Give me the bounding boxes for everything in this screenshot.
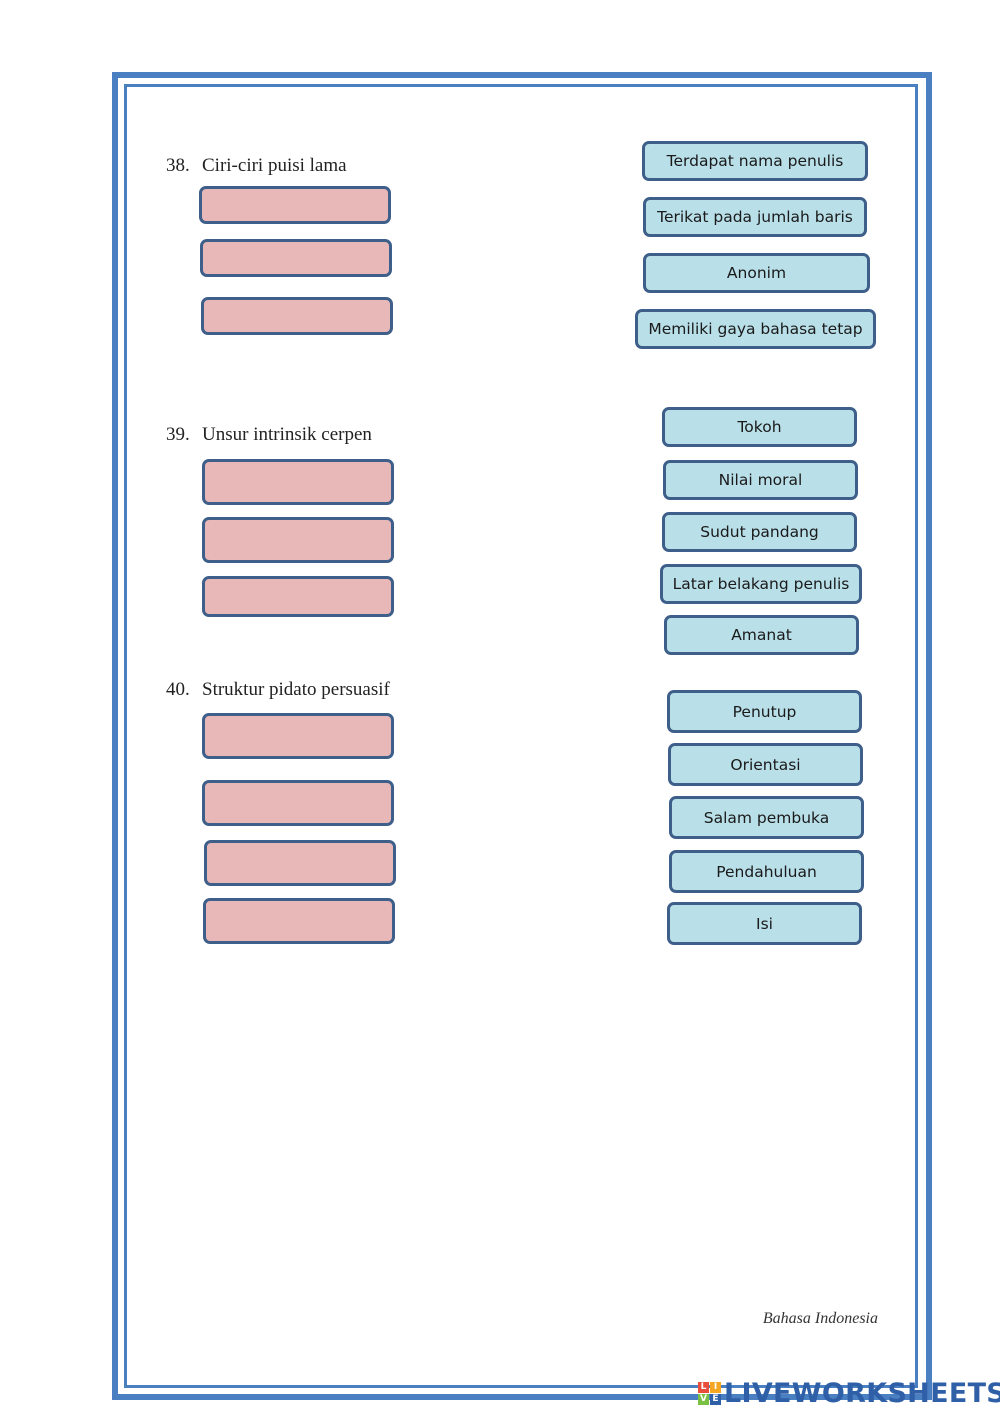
brand-name: LIVEWORKSHEETS [724, 1377, 1000, 1409]
option-amanat[interactable]: Amanat [664, 615, 859, 655]
question-number: 38. [166, 155, 190, 176]
question-38-title: 38. Ciri-ciri puisi lama [166, 155, 347, 177]
option-anonim[interactable]: Anonim [643, 253, 870, 293]
option-memiliki-gaya-bahasa-tetap[interactable]: Memiliki gaya bahasa tetap [635, 309, 876, 349]
icon-letter: V [698, 1393, 709, 1405]
drop-zone-40-3[interactable] [204, 840, 396, 886]
liveworksheets-logo[interactable]: L I V E LIVEWORKSHEETS [698, 1377, 1000, 1409]
icon-letter: I [710, 1381, 721, 1393]
option-tokoh[interactable]: Tokoh [662, 407, 857, 447]
option-nilai-moral[interactable]: Nilai moral [663, 460, 858, 500]
drop-zone-38-2[interactable] [200, 239, 392, 277]
question-40-title: 40. Struktur pidato persuasif [166, 679, 390, 701]
option-orientasi[interactable]: Orientasi [668, 743, 863, 786]
option-sudut-pandang[interactable]: Sudut pandang [662, 512, 857, 552]
drop-zone-39-1[interactable] [202, 459, 394, 505]
question-text: Struktur pidato persuasif [202, 679, 390, 700]
drop-zone-40-4[interactable] [203, 898, 395, 944]
page-frame-inner [124, 84, 918, 1388]
icon-letter: E [710, 1393, 721, 1405]
drop-zone-39-3[interactable] [202, 576, 394, 617]
option-pendahuluan[interactable]: Pendahuluan [669, 850, 864, 893]
page-frame-outer [112, 72, 932, 1400]
question-39-title: 39. Unsur intrinsik cerpen [166, 424, 372, 446]
icon-letter: L [698, 1381, 709, 1393]
drop-zone-40-2[interactable] [202, 780, 394, 826]
drop-zone-39-2[interactable] [202, 517, 394, 563]
option-latar-belakang-penulis[interactable]: Latar belakang penulis [660, 564, 862, 604]
option-terikat-pada-jumlah-baris[interactable]: Terikat pada jumlah baris [643, 197, 867, 237]
option-isi[interactable]: Isi [667, 902, 862, 945]
question-text: Ciri-ciri puisi lama [202, 155, 347, 176]
drop-zone-38-1[interactable] [199, 186, 391, 224]
question-text: Unsur intrinsik cerpen [202, 424, 372, 445]
option-terdapat-nama-penulis[interactable]: Terdapat nama penulis [642, 141, 868, 181]
option-penutup[interactable]: Penutup [667, 690, 862, 733]
drop-zone-38-3[interactable] [201, 297, 393, 335]
liveworksheets-icon: L I V E [698, 1381, 721, 1405]
question-number: 39. [166, 424, 190, 445]
option-salam-pembuka[interactable]: Salam pembuka [669, 796, 864, 839]
drop-zone-40-1[interactable] [202, 713, 394, 759]
question-number: 40. [166, 679, 190, 700]
subject-footer: Bahasa Indonesia [762, 1310, 878, 1327]
